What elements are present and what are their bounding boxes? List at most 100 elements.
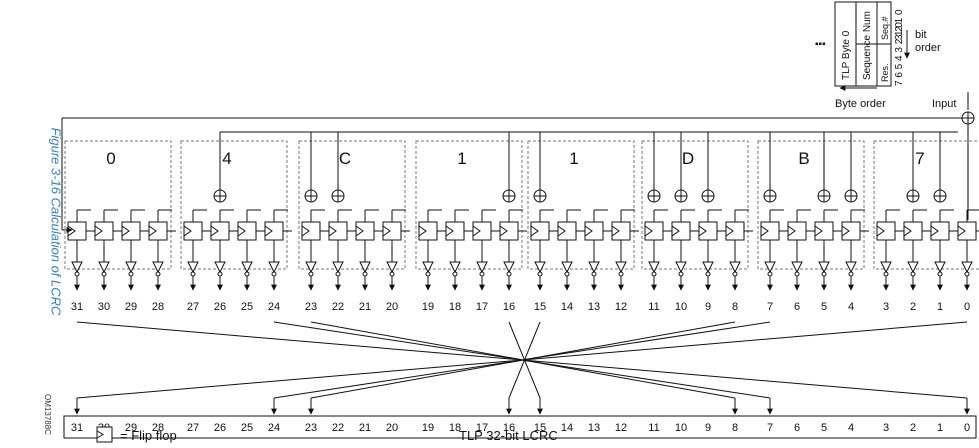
bit-label-bottom: 11 (648, 422, 659, 434)
buffer-bubble (564, 271, 570, 277)
xor-gate (933, 132, 947, 203)
bit-cell (183, 209, 211, 291)
flip-flop (841, 221, 861, 241)
byte-order-label: Byte order (835, 98, 886, 110)
buffer-bubble (217, 271, 223, 277)
buffer-bubble (128, 271, 134, 277)
buffer (702, 261, 714, 274)
clock-mark (121, 225, 130, 237)
flip-flop (472, 221, 492, 241)
bit-cell (876, 209, 904, 291)
bit-label-top: 9 (705, 301, 711, 313)
buffer-bubble (101, 271, 107, 277)
hex-digit-7: 7 (915, 149, 924, 168)
buffer-bubble (389, 271, 395, 277)
bit-label-top: 24 (268, 301, 280, 313)
bit-label-top: 7 (767, 301, 773, 313)
clock-mark (382, 225, 391, 237)
bit-cell (584, 209, 612, 291)
bit-label-bottom: 9 (705, 422, 711, 434)
bit-cell (301, 132, 329, 291)
buffer-bubble (479, 271, 485, 277)
bit-cell (355, 209, 383, 291)
clock-mark (698, 225, 707, 237)
buffer-bubble (506, 271, 512, 277)
flip-flop (814, 221, 834, 241)
buffer (268, 261, 280, 274)
buffer (845, 261, 857, 274)
bit-cell (499, 132, 527, 291)
bit-label-bottom: 13 (588, 422, 600, 434)
buffer (561, 261, 573, 274)
bit-cell (671, 132, 699, 291)
bit-label-bottom: 28 (152, 422, 164, 434)
byte-bits: 7 6 5 4 3 2 1 0 (894, 22, 905, 86)
flip-flop (499, 221, 519, 241)
bit-label-bottom: 24 (268, 422, 280, 434)
input-label: Input (932, 98, 956, 110)
buffer-bubble (591, 271, 597, 277)
byte-swap-line (76, 321, 968, 399)
sequence-num-label: Sequence Num (862, 11, 873, 80)
bit-label-bottom: 14 (561, 422, 573, 434)
flip-flop (183, 221, 203, 241)
clock-mark (301, 225, 310, 237)
bit-cell (760, 132, 788, 291)
bit-label-top: 13 (588, 301, 600, 313)
buffer (534, 261, 546, 274)
bit-label-top: 19 (422, 301, 434, 313)
buffer (907, 261, 919, 274)
xor-gate (674, 132, 688, 203)
nibble-box (873, 140, 979, 270)
bit-label-bottom: 17 (476, 422, 488, 434)
bit-label-top: 30 (98, 301, 110, 313)
legend-text: = Flip flop (120, 428, 177, 443)
bit-label-top: 1 (937, 301, 943, 313)
bit-label-bottom: 5 (821, 422, 827, 434)
buffer (386, 261, 398, 274)
bit-label-bottom: 18 (449, 422, 461, 434)
buffer-bubble (651, 271, 657, 277)
nibble-box (64, 140, 172, 270)
clock-mark (814, 225, 823, 237)
flip-flop (121, 221, 141, 241)
bit-cell (814, 132, 842, 291)
bit-label-top: 22 (332, 301, 344, 313)
bit-label-bottom: 2 (910, 422, 916, 434)
bit-label-bottom: 4 (848, 422, 854, 434)
clock-mark (584, 225, 593, 237)
bit-label-top: 8 (732, 301, 738, 313)
clock-mark (957, 225, 966, 237)
clock-mark (725, 225, 734, 237)
bit-order-label-1: bit (915, 29, 927, 41)
buffer (359, 261, 371, 274)
hex-digit-4: 1 (569, 149, 578, 168)
bit-label-top: 16 (503, 301, 515, 313)
clock-mark (930, 225, 939, 237)
flip-flop (328, 221, 348, 241)
xor-gate (533, 132, 547, 203)
bit-cell (94, 209, 122, 291)
clock-mark (264, 225, 273, 237)
buffer-bubble (537, 271, 543, 277)
bit-label-top: 4 (848, 301, 854, 313)
bit-cell (698, 132, 726, 291)
xor-gate (906, 132, 920, 203)
clock-mark (787, 225, 796, 237)
bit-cell (725, 209, 753, 291)
ellipsis-marker: ▪▪▪ (815, 39, 826, 50)
bit-label-top: 2 (910, 301, 916, 313)
flip-flop (237, 221, 257, 241)
bit-cell (903, 132, 931, 291)
bit-cell (121, 209, 149, 291)
flip-flop (903, 221, 923, 241)
clock-mark (148, 225, 157, 237)
nibble-group-0: 0 (64, 140, 172, 270)
flip-flop (210, 221, 230, 241)
seq-bits: 3 2 1 0 (894, 9, 905, 40)
bit-cell (644, 132, 672, 291)
flip-flop (557, 221, 577, 241)
bit-label-bottom: 1 (937, 422, 943, 434)
bit-label-bottom: 7 (767, 422, 773, 434)
